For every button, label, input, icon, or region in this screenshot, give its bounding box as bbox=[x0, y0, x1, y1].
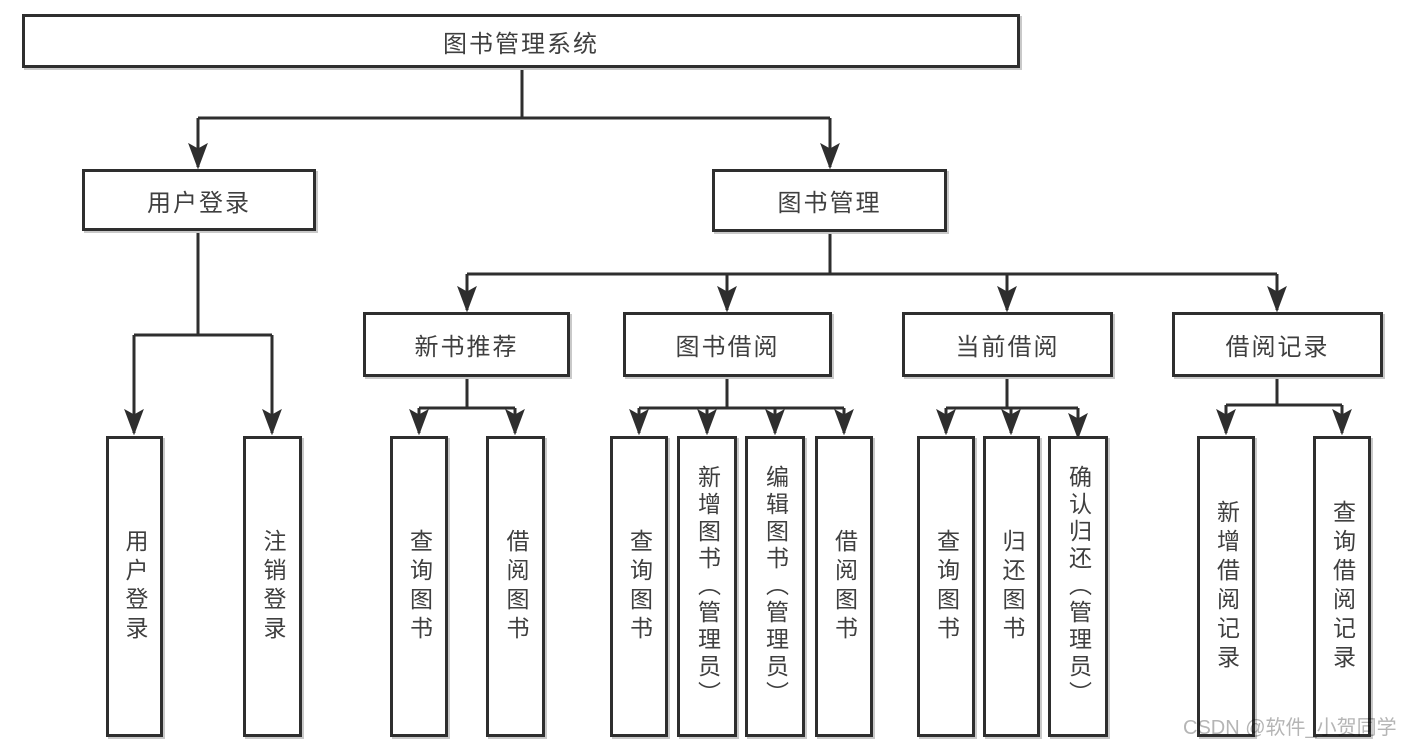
leaf-label: 编辑图书（管理员） bbox=[762, 465, 789, 708]
node-label: 图书管理 bbox=[777, 190, 882, 217]
leaf-label: 新增借阅记录 bbox=[1213, 499, 1240, 674]
leaf-label: 查询图书 bbox=[626, 528, 653, 645]
leaf-add-borrow-record: 新增借阅记录 bbox=[1197, 436, 1255, 737]
leaf-borrow-books-1: 借阅图书 bbox=[486, 436, 545, 737]
leaf-confirm-return-admin: 确认归还（管理员） bbox=[1048, 436, 1108, 737]
node-current-borrow: 当前借阅 bbox=[902, 312, 1113, 377]
csdn-watermark: CSDN @软件_小贺同学 bbox=[1183, 717, 1397, 739]
leaf-label: 注销登录 bbox=[260, 528, 286, 645]
leaf-label: 归还图书 bbox=[999, 528, 1025, 645]
leaf-label: 查询图书 bbox=[406, 528, 433, 645]
leaf-add-book-admin: 新增图书（管理员） bbox=[677, 436, 737, 737]
leaf-label: 查询图书 bbox=[933, 528, 960, 645]
node-label: 图书管理系统 bbox=[443, 30, 599, 58]
node-library-management-system: 图书管理系统 bbox=[22, 14, 1020, 68]
node-label: 当前借阅 bbox=[955, 334, 1060, 361]
node-label: 图书借阅 bbox=[675, 334, 780, 361]
leaf-query-borrow-record: 查询借阅记录 bbox=[1313, 436, 1371, 737]
leaf-edit-book-admin: 编辑图书（管理员） bbox=[745, 436, 805, 737]
leaf-query-books-3: 查询图书 bbox=[917, 436, 975, 737]
leaf-label: 查询借阅记录 bbox=[1329, 499, 1356, 674]
leaf-logout: 注销登录 bbox=[243, 436, 302, 737]
leaf-user-login: 用户登录 bbox=[106, 436, 163, 737]
node-new-book-recommend: 新书推荐 bbox=[363, 312, 570, 377]
leaf-label: 确认归还（管理员） bbox=[1065, 465, 1092, 708]
leaf-return-book: 归还图书 bbox=[983, 436, 1040, 737]
leaf-borrow-books-2: 借阅图书 bbox=[815, 436, 873, 737]
node-book-management: 图书管理 bbox=[712, 169, 947, 232]
node-book-borrow: 图书借阅 bbox=[623, 312, 832, 377]
leaf-label: 借阅图书 bbox=[503, 528, 529, 645]
node-label: 借阅记录 bbox=[1225, 334, 1330, 361]
leaf-query-books-1: 查询图书 bbox=[390, 436, 448, 737]
node-label: 新书推荐 bbox=[414, 334, 519, 361]
leaf-label: 借阅图书 bbox=[831, 528, 858, 645]
leaf-label: 用户登录 bbox=[122, 528, 148, 645]
leaf-label: 新增图书（管理员） bbox=[694, 465, 721, 708]
leaf-query-books-2: 查询图书 bbox=[610, 436, 668, 737]
node-borrow-records: 借阅记录 bbox=[1172, 312, 1383, 377]
node-label: 用户登录 bbox=[147, 189, 251, 217]
node-user-login: 用户登录 bbox=[82, 169, 316, 231]
tree-trunk-lines bbox=[134, 68, 1342, 410]
